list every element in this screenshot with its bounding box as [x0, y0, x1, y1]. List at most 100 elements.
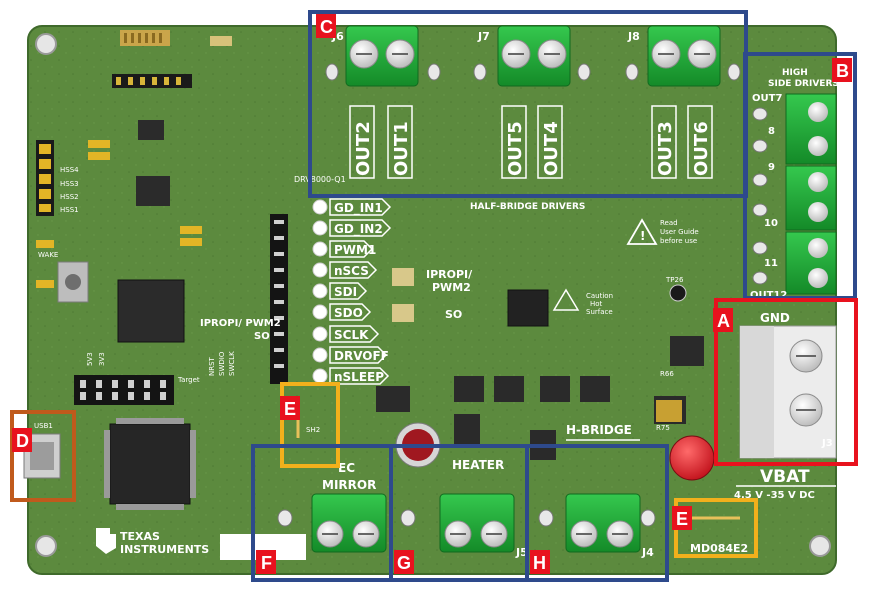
annotation-boxes [10, 10, 858, 582]
hss-label: HSS2 [60, 193, 79, 201]
test-point [669, 284, 687, 302]
hss-label: HSS1 [60, 206, 79, 214]
debug-header [74, 375, 174, 405]
model-label: MD084E2 [690, 542, 748, 555]
hss-jumpers [36, 140, 54, 216]
tag-d [12, 428, 32, 452]
pin-label: PWM1 [334, 243, 376, 257]
pin-label: SDO [334, 306, 363, 320]
shunt-resistor [656, 400, 682, 422]
connector-label: J4 [641, 546, 654, 559]
box-a [714, 298, 858, 466]
jumper-pad [392, 268, 414, 286]
power-terminal-j3 [739, 325, 837, 459]
pin-label: SCLK [334, 328, 369, 342]
mounting-hole [35, 33, 57, 55]
warning-icon [626, 218, 658, 245]
mounting-hole [35, 535, 57, 557]
out-label: OUT2 [353, 121, 374, 176]
vbat-range: 4.5 V -35 V DC [734, 490, 815, 501]
mounting-hole [809, 535, 831, 557]
mcu-chip [109, 423, 191, 505]
tag-e1-text: E [284, 399, 296, 419]
callout-tags: C B A D E E F G H [12, 14, 852, 574]
box-h [525, 444, 669, 582]
hss-label: HSS3 [60, 180, 79, 188]
out-label: OUT3 [655, 121, 676, 176]
tag-h-text: H [533, 553, 546, 573]
so-label: SO [254, 331, 270, 342]
chip [117, 279, 185, 343]
terminal-block-j7 [497, 25, 571, 87]
high-side-label-2: SIDE DRIVERS [768, 79, 839, 89]
out-labels: OUT2 OUT1 OUT5 OUT4 OUT3 OUT6 [349, 105, 713, 179]
hss-label: HSS4 [60, 166, 79, 174]
ti-logo: TEXAS INSTRUMENTS [96, 528, 209, 556]
wake-label: WAKE [38, 251, 58, 259]
ipropi-label-mid-2: PWM2 [432, 281, 471, 294]
hs-out-label: OUT12 [750, 290, 787, 301]
tag-b [832, 58, 852, 82]
r66-label: R66 [660, 370, 674, 378]
tag-a-text: A [717, 311, 730, 331]
pin-header [112, 74, 192, 88]
tag-f-text: F [261, 553, 272, 573]
gold-header [120, 30, 170, 46]
sh2-label: SH2 [306, 426, 320, 434]
read-guide-line1: Read [660, 219, 678, 227]
smd-part [210, 36, 232, 46]
hs-out-label: 8 [768, 126, 775, 137]
out-label: OUT4 [541, 121, 562, 176]
gnd-label: GND [760, 311, 790, 325]
connector-label: J5 [515, 546, 528, 559]
pin-label: GD_IN2 [334, 222, 383, 237]
terminal-block-j6 [345, 25, 419, 87]
half-bridge-label: HALF-BRIDGE DRIVERS [470, 202, 585, 212]
h-bridge-label: H-BRIDGE [566, 423, 632, 437]
pin-label: GD_IN1 [334, 201, 383, 216]
power-mosfets [376, 336, 704, 460]
connector-label: J8 [627, 30, 640, 43]
pin-label: nSCS [334, 264, 369, 278]
tag-e2-text: E [676, 509, 688, 529]
terminal-block-j8 [647, 25, 721, 87]
tag-e2 [672, 506, 692, 530]
drv-chip [507, 289, 549, 327]
rail-label: 3V3 [98, 352, 106, 366]
r75-label: R75 [656, 424, 670, 432]
box-d [10, 410, 76, 502]
caution-line3: Surface [586, 308, 613, 316]
hs-out-label: OUT7 [752, 93, 782, 104]
connector-label: J3 [821, 438, 833, 449]
ipropi-label-mid-1: IPROPI/ [426, 268, 473, 281]
usb-label: USB1 [34, 422, 53, 430]
tag-g-text: G [397, 553, 411, 573]
jumpers [36, 140, 202, 288]
tp26-label: TP26 [665, 276, 684, 284]
heater-label: HEATER [452, 458, 504, 472]
terminal-h-bridge [565, 493, 641, 553]
pin-label: DRVOFF [334, 349, 389, 363]
tag-d-text: D [16, 431, 29, 451]
target-label: Target [177, 376, 200, 384]
high-side-terminals [785, 93, 837, 295]
rail-label: 5V3 [86, 352, 94, 366]
hs-out-label: 9 [768, 162, 775, 173]
chip [136, 176, 170, 206]
box-e1 [280, 382, 340, 468]
chip [138, 120, 164, 140]
hot-surface-icon [552, 288, 580, 311]
wake-button-cap [65, 274, 81, 290]
tag-c-text: C [320, 17, 333, 37]
ti-logo-line2: INSTRUMENTS [120, 543, 209, 556]
ti-logo-line1: TEXAS [120, 530, 160, 543]
vbat-label: VBAT [760, 467, 810, 487]
signal-pins: GD_IN1 GD_IN2 PWM1 nSCS SDI SDO SCLK DRV… [312, 198, 392, 385]
jumper-pad [392, 304, 414, 322]
pin-label: nSLEEP [334, 370, 384, 384]
tag-b-text: B [836, 61, 849, 81]
read-guide-line3: before use [660, 237, 697, 245]
capacitor-red [669, 435, 715, 481]
